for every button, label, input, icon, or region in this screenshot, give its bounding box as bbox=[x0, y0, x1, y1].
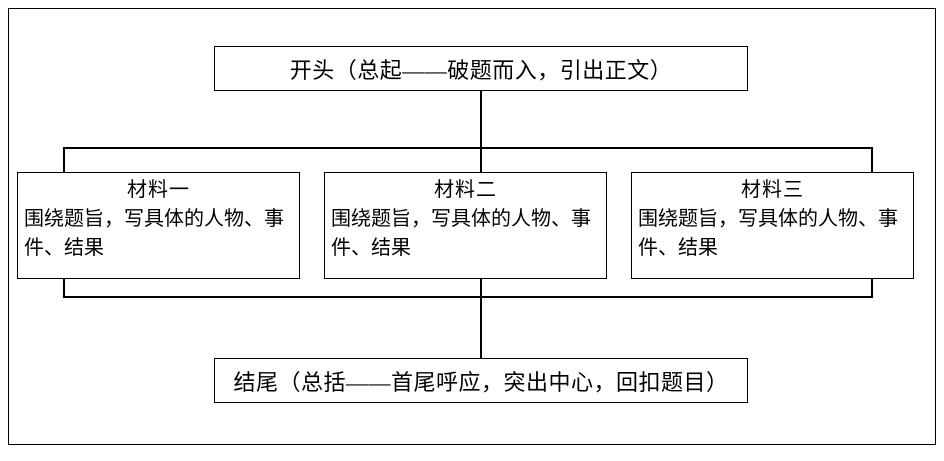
connector-upper-drop-center bbox=[480, 147, 482, 173]
node-material-1-content: 材料一 围绕题旨，写具体的人物、事件、结果 bbox=[18, 173, 299, 278]
node-material-2-body: 围绕题旨，写具体的人物、事件、结果 bbox=[331, 208, 591, 259]
connector-upper-drop-left bbox=[63, 147, 65, 173]
connector-lower-riser-left bbox=[63, 278, 65, 298]
node-material-3-body: 围绕题旨，写具体的人物、事件、结果 bbox=[638, 208, 898, 259]
node-material-3-content: 材料三 围绕题旨，写具体的人物、事件、结果 bbox=[632, 173, 913, 278]
node-material-2-content: 材料二 围绕题旨，写具体的人物、事件、结果 bbox=[325, 173, 606, 278]
connector-upper-drop-right bbox=[871, 147, 873, 173]
outer-frame bbox=[8, 8, 936, 445]
node-material-1: 材料一 围绕题旨，写具体的人物、事件、结果 bbox=[17, 172, 300, 279]
node-opening-label: 开头（总起——破题而入，引出正文） bbox=[289, 57, 673, 83]
connector-lower-riser-right bbox=[871, 278, 873, 298]
connector-conclusion-stem bbox=[480, 296, 482, 359]
node-material-3: 材料三 围绕题旨，写具体的人物、事件、结果 bbox=[631, 172, 914, 279]
node-material-2-title: 材料二 bbox=[434, 179, 497, 201]
node-material-1-body: 围绕题旨，写具体的人物、事件、结果 bbox=[24, 208, 284, 259]
connector-lower-bus bbox=[63, 296, 873, 298]
node-material-3-title: 材料三 bbox=[741, 179, 804, 201]
connector-upper-bus bbox=[63, 147, 873, 149]
node-conclusion-label: 结尾（总括——首尾呼应，突出中心，回扣题目） bbox=[233, 369, 729, 395]
node-material-1-title: 材料一 bbox=[127, 179, 190, 201]
node-conclusion: 结尾（总括——首尾呼应，突出中心，回扣题目） bbox=[214, 358, 748, 403]
connector-lower-riser-center bbox=[480, 278, 482, 298]
node-opening: 开头（总起——破题而入，引出正文） bbox=[214, 46, 748, 91]
node-material-2: 材料二 围绕题旨，写具体的人物、事件、结果 bbox=[324, 172, 607, 279]
connector-opening-stem bbox=[480, 91, 482, 148]
